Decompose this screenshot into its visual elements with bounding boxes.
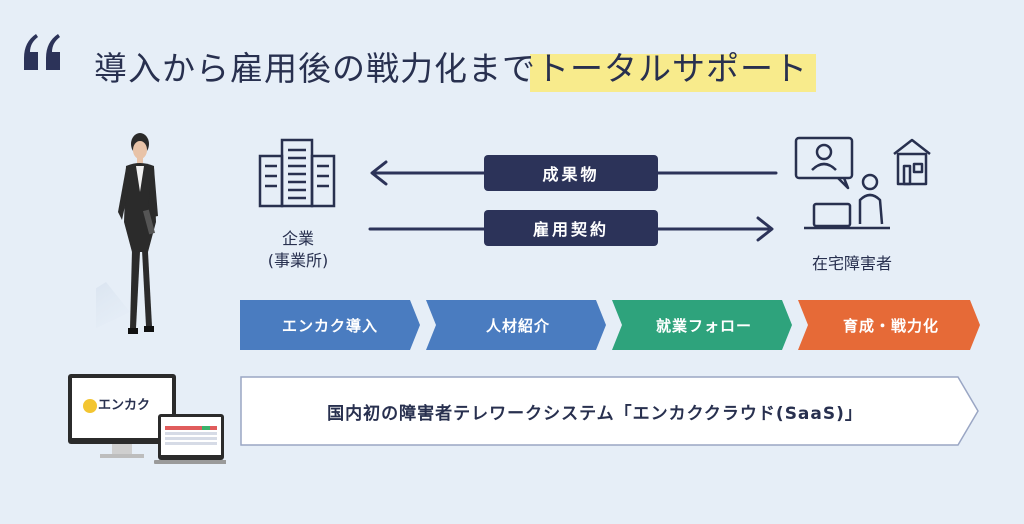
quote-mark-icon bbox=[24, 34, 60, 70]
devices-illustration bbox=[68, 374, 226, 464]
step-label-4: 育成・戦力化 bbox=[842, 316, 939, 335]
system-banner-label: 国内初の障害者テレワークシステム「エンカククラウド(SaaS)」 bbox=[327, 403, 863, 424]
deliverables-label: 成果物 bbox=[484, 155, 658, 191]
company-label-line1: 企業 bbox=[281, 229, 314, 248]
step-shape-4 bbox=[798, 300, 980, 350]
logo-text: エンカク bbox=[98, 398, 151, 413]
title-highlight: トータルサポート bbox=[530, 42, 816, 92]
step-label-1: エンカク導入 bbox=[281, 316, 378, 335]
company-label: 企業 (事業所) bbox=[248, 228, 348, 272]
office-building-icon bbox=[258, 138, 336, 208]
businesswoman-illustration bbox=[96, 133, 158, 334]
step-label-3: 就業フォロー bbox=[655, 316, 752, 335]
step-label-2: 人材紹介 bbox=[485, 316, 550, 335]
system-banner bbox=[240, 376, 979, 446]
employment-contract-label: 雇用契約 bbox=[484, 210, 658, 246]
step-shape-3 bbox=[612, 300, 792, 350]
remote-worker-icon bbox=[794, 136, 931, 230]
process-steps bbox=[240, 300, 980, 350]
company-label-line2: (事業所) bbox=[267, 251, 329, 270]
worker-label: 在宅障害者 bbox=[812, 254, 893, 273]
page-title: 導入から雇用後の戦力化までトータルサポート bbox=[94, 42, 816, 92]
step-shape-1 bbox=[240, 300, 420, 350]
step-shape-2 bbox=[426, 300, 606, 350]
title-prefix: 導入から雇用後の戦力化まで bbox=[94, 49, 536, 88]
